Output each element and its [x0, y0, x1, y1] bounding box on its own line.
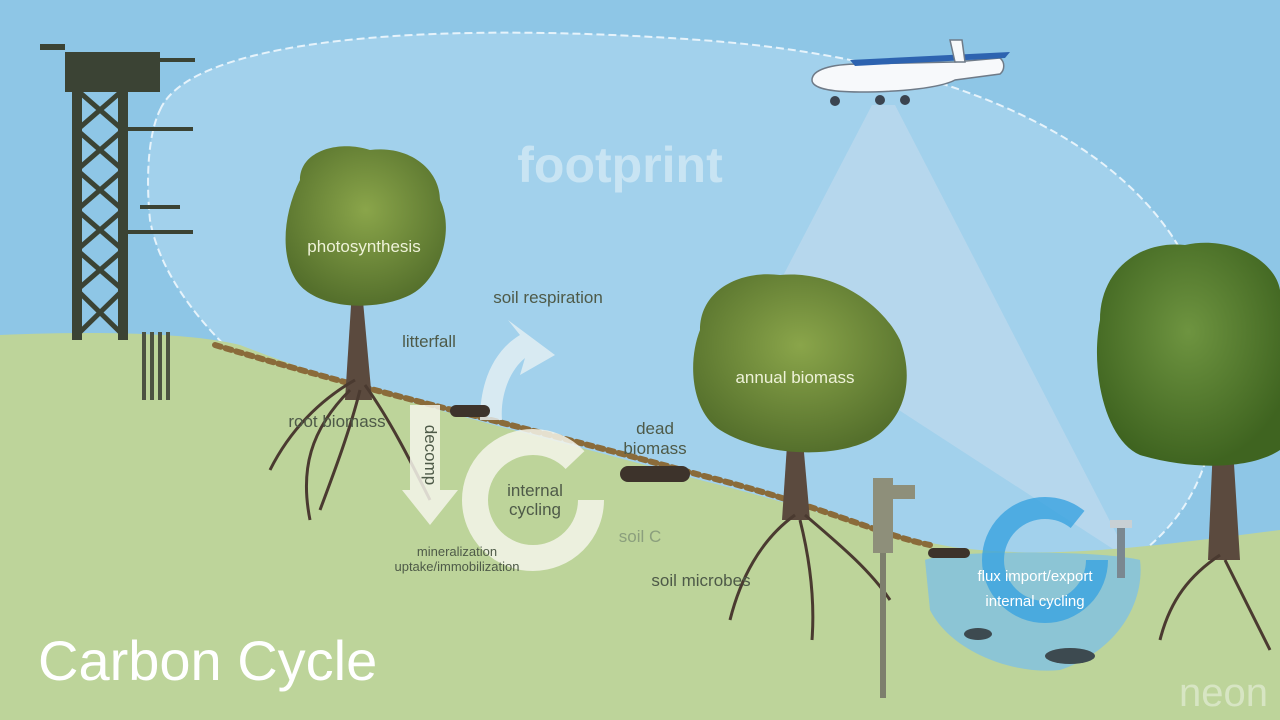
- dead-biomass-label-line2: biomass: [623, 439, 686, 458]
- uptake-immobilization-label: uptake/immobilization: [394, 559, 519, 574]
- pond-rock-2: [964, 628, 992, 640]
- leaf-litter-band: [212, 342, 933, 548]
- footprint-label: footprint: [517, 137, 723, 193]
- internal-cycling-label-line1: internal: [507, 481, 563, 500]
- airplane: [811, 39, 1010, 106]
- internal-cycling-arrow: [462, 429, 604, 571]
- page-title: Carbon Cycle: [38, 629, 377, 692]
- aquatic-cycling-arrow: [982, 497, 1108, 623]
- photosynthesis-label: photosynthesis: [307, 237, 420, 256]
- photosynthesis-tree: [268, 146, 446, 521]
- soil-c-label: soil C: [619, 527, 662, 546]
- internal-cycling-label-line2: cycling: [509, 500, 561, 519]
- small-log: [450, 405, 490, 417]
- soil-respiration-arrow: [480, 320, 555, 420]
- decomp-arrow: [402, 405, 458, 525]
- water-sensor-post: [873, 478, 915, 698]
- root-biomass-label: root biomass: [288, 412, 385, 431]
- annual-biomass-label: annual biomass: [735, 368, 854, 387]
- dead-biomass-label-line1: dead: [636, 419, 674, 438]
- pond-log: [928, 548, 970, 558]
- pond-rock: [1045, 648, 1095, 664]
- mineralization-label: mineralization: [417, 544, 497, 559]
- soil-probes: [142, 332, 170, 400]
- flux-tower: [40, 44, 195, 340]
- neon-logo: neon: [1179, 671, 1268, 715]
- sensor-beam: [760, 105, 1130, 560]
- right-tree: [1096, 242, 1280, 651]
- stream-sensor: [1110, 520, 1132, 578]
- decomp-label: decomp: [421, 425, 440, 485]
- aquatic-internal-cycling-label: internal cycling: [985, 593, 1084, 610]
- soil-respiration-label: soil respiration: [493, 288, 603, 307]
- flux-import-export-label: flux import/export: [977, 568, 1093, 585]
- litterfall-label: litterfall: [402, 332, 456, 351]
- soil-microbes-label: soil microbes: [651, 571, 750, 590]
- dead-log: [620, 466, 690, 482]
